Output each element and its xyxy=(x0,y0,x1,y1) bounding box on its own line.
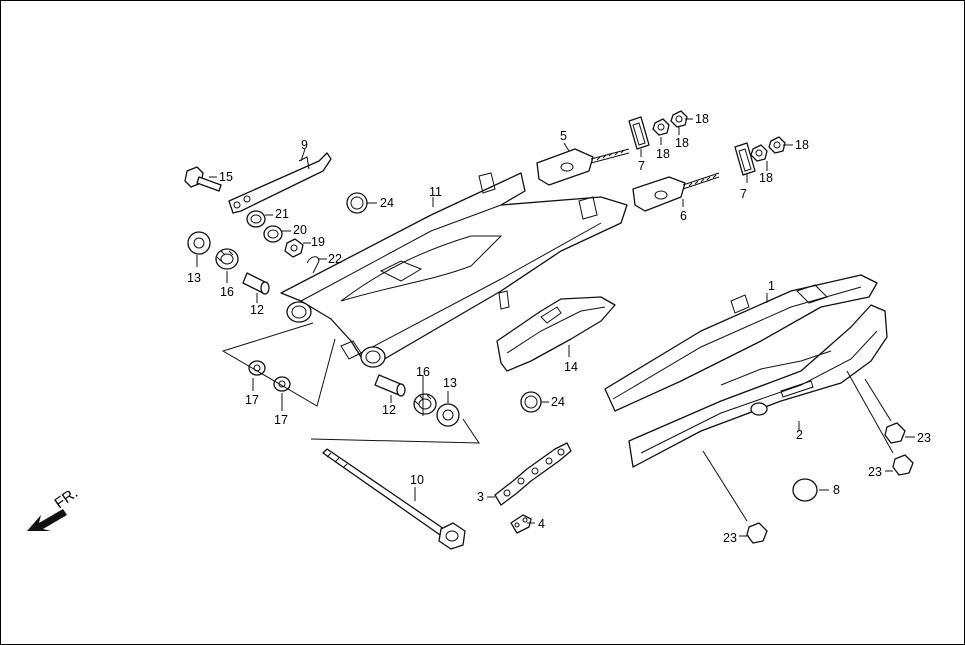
callout-18b: 18 xyxy=(675,136,689,150)
callout-18c: 18 xyxy=(695,112,709,126)
callout-15: 15 xyxy=(219,170,233,184)
callout-11: 11 xyxy=(429,185,442,199)
callout-24b: 24 xyxy=(551,395,565,409)
nut-19 xyxy=(284,238,304,258)
washer-24a xyxy=(346,192,368,214)
front-direction-label: FR. xyxy=(52,484,82,512)
callout-12a: 12 xyxy=(250,303,264,317)
callout-13b: 13 xyxy=(443,376,457,390)
callout-5: 5 xyxy=(560,129,567,143)
dust-seal-13a xyxy=(187,231,211,255)
chain-case-part xyxy=(604,274,878,412)
washer-20 xyxy=(263,225,283,243)
callout-4: 4 xyxy=(538,517,545,531)
front-direction-arrow-icon xyxy=(27,509,67,531)
stopper-plate-7b xyxy=(734,142,756,176)
callout-19: 19 xyxy=(311,235,325,249)
leader-lines xyxy=(196,118,915,537)
callout-16a: 16 xyxy=(220,285,234,299)
axle-adjuster-6 xyxy=(632,172,720,212)
chain-guard-part xyxy=(628,304,888,468)
callout-2: 2 xyxy=(796,428,803,442)
callout-20: 20 xyxy=(293,223,307,237)
callout-6: 6 xyxy=(680,209,687,223)
callout-17a: 17 xyxy=(245,393,259,407)
bolt-23c xyxy=(746,522,768,544)
collar-12a xyxy=(242,272,270,295)
callout-7a: 7 xyxy=(638,159,645,173)
swingarm-part xyxy=(280,172,628,368)
callout-1: 1 xyxy=(768,279,775,293)
bolt-15 xyxy=(184,166,222,192)
pivot-bolt-10 xyxy=(322,448,466,550)
callout-23a: 23 xyxy=(917,431,931,445)
callout-18e: 18 xyxy=(795,138,809,152)
callout-18d: 18 xyxy=(759,171,773,185)
nut-18b xyxy=(670,110,688,128)
stopper-plate-7a xyxy=(628,116,650,150)
drive-chain-3 xyxy=(494,442,572,506)
callout-23c: 23 xyxy=(723,531,737,545)
callout-22: 22 xyxy=(328,252,342,266)
washer-17b xyxy=(273,376,291,392)
callout-9: 9 xyxy=(301,138,308,152)
bearing-16b xyxy=(413,393,437,415)
callout-21: 21 xyxy=(275,207,289,221)
axle-adjuster-5 xyxy=(536,148,630,186)
callout-18a: 18 xyxy=(656,147,670,161)
collar-12b xyxy=(374,374,406,397)
bolt-23a xyxy=(884,422,906,444)
cap-8 xyxy=(792,478,818,502)
callout-7b: 7 xyxy=(740,187,747,201)
washer-24b xyxy=(520,391,542,413)
callout-24a: 24 xyxy=(380,196,394,210)
collar-21 xyxy=(246,210,266,228)
bearing-16a xyxy=(215,248,239,270)
callout-13a: 13 xyxy=(187,271,201,285)
dust-seal-13b xyxy=(436,403,460,427)
callout-10: 10 xyxy=(410,473,424,487)
cotter-pin-22 xyxy=(306,256,320,274)
callout-17b: 17 xyxy=(274,413,288,427)
bolt-23b xyxy=(892,454,914,476)
nut-18d xyxy=(768,136,786,154)
nut-18c xyxy=(750,144,768,162)
chain-slider-part xyxy=(496,296,616,372)
callout-16b: 16 xyxy=(416,365,430,379)
nut-18a xyxy=(652,118,670,136)
callout-12b: 12 xyxy=(382,403,396,417)
stay-9 xyxy=(228,152,332,214)
callout-23b: 23 xyxy=(868,465,882,479)
chain-joint-4 xyxy=(510,514,532,534)
callout-8: 8 xyxy=(833,483,840,497)
callout-14: 14 xyxy=(564,360,578,374)
callout-3: 3 xyxy=(477,490,484,504)
